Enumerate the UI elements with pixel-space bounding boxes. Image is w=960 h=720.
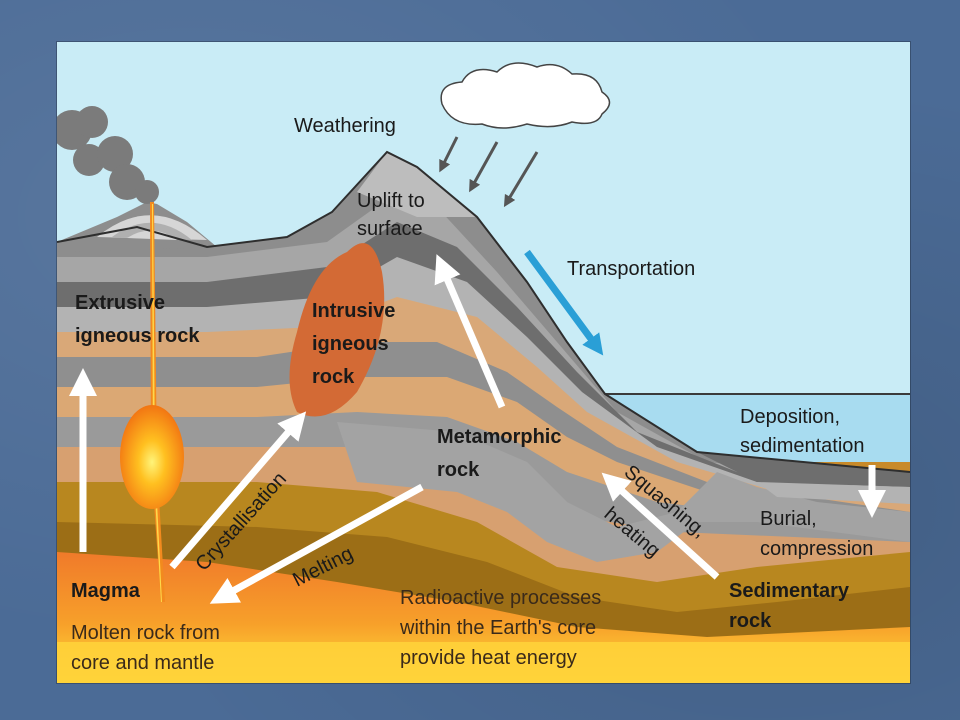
rock-cycle-diagram: Weathering Uplift to surface Transportat…: [57, 42, 910, 683]
transportation-arrow: [524, 249, 604, 356]
metamorphic-label-line2: rock: [437, 459, 480, 481]
extrusive-label-line1: Extrusive: [75, 292, 165, 314]
volcano-smoke: [57, 106, 159, 204]
metamorphic-label-line1: Metamorphic: [437, 426, 561, 448]
magma-label: Magma: [71, 580, 141, 602]
intrusive-label-line3: rock: [312, 366, 355, 388]
weathering-arrows: [439, 136, 539, 208]
process-arrows: [69, 254, 886, 604]
extrusive-label-line2: igneous rock: [75, 325, 200, 347]
molten-label-line1: Molten rock from: [71, 622, 220, 644]
deposition-label-line2: sedimentation: [740, 435, 865, 457]
sea: [605, 394, 910, 472]
transportation-label: Transportation: [567, 258, 695, 280]
sedimentary-label-line2: rock: [729, 610, 772, 632]
intrusive-igneous-body: [289, 243, 385, 417]
radioactive-label-line2: within the Earth's core: [399, 617, 596, 639]
molten-label-line2: core and mantle: [71, 652, 214, 674]
metamorphic-zone: [337, 422, 910, 562]
arrow-melting: [209, 483, 424, 604]
intrusive-label-line2: igneous: [312, 333, 389, 355]
burial-label-line1: Burial,: [760, 508, 817, 530]
deposition-label-line1: Deposition,: [740, 406, 840, 428]
arrow-uplift: [434, 254, 506, 409]
radioactive-label-line1: Radioactive processes: [400, 587, 601, 609]
magma-chamber: [120, 405, 184, 509]
uplift-label-line1: Uplift to: [357, 190, 425, 212]
weathering-label: Weathering: [294, 115, 396, 137]
burial-label-line2: compression: [760, 538, 873, 560]
cloud-icon: [440, 62, 611, 129]
arrow-crystallisation: [169, 411, 307, 570]
arrow-squashing: [601, 472, 720, 580]
sedimentary-label-line1: Sedimentary: [729, 580, 850, 602]
intrusive-label-line1: Intrusive: [312, 300, 395, 322]
radioactive-label-line3: provide heat energy: [400, 647, 577, 669]
uplift-label-line2: surface: [357, 218, 423, 240]
